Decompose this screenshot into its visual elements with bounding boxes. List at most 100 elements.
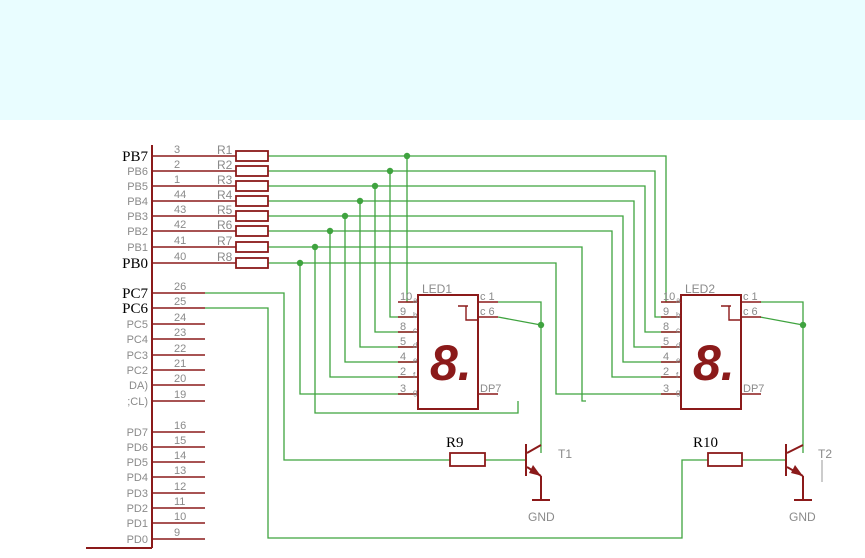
led-pin-number: 3: [663, 383, 669, 395]
mcu-pin-number: 24: [174, 312, 186, 324]
mcu-pin-number: 25: [174, 296, 186, 308]
led-pin-number: 5: [400, 336, 406, 348]
mcu-pin-number: 1: [174, 174, 180, 186]
led-right-pin: DP7: [743, 383, 764, 395]
resistor-r7: R7: [205, 234, 269, 253]
resistor-r10: R10: [693, 435, 743, 467]
header-banner: [0, 0, 865, 120]
led-body: [680, 294, 742, 410]
mcu-pin-number: 22: [174, 343, 186, 355]
transistor-t1: [525, 444, 542, 500]
mcu-pin-number: 26: [174, 281, 186, 293]
mcu-pin-name: PC2: [127, 365, 148, 377]
mcu-pin-number: 42: [174, 219, 186, 231]
mcu-pin-name: PC7: [122, 286, 148, 302]
resistor-label: R7: [217, 234, 233, 248]
led-label: LED1: [422, 282, 452, 296]
resistor-r6: R6: [205, 218, 269, 237]
led-pin-number: 4: [400, 351, 406, 363]
mcu-pin-name: PB0: [122, 256, 148, 272]
mcu-pin-name: PD1: [127, 518, 148, 530]
mcu-pin-number: 15: [174, 435, 186, 447]
led-pin-segment: f: [413, 371, 416, 380]
led-pin-segment: a: [413, 296, 418, 305]
mcu-pin-name: PC4: [127, 334, 148, 346]
led-digit: 8.: [430, 335, 472, 391]
mcu-pin-number: 14: [174, 450, 186, 462]
led-pin-segment: c: [676, 326, 680, 335]
resistor-label: R4: [217, 188, 233, 202]
resistor-label: R8: [217, 250, 233, 264]
led-pin-segment: d: [676, 341, 680, 350]
mcu-pin-name: PD6: [127, 442, 148, 454]
led-pin-number: 5: [663, 336, 669, 348]
mcu-pin-name: PB1: [127, 242, 148, 254]
led-pin-number: 4: [663, 351, 669, 363]
led-pin-segment: g: [413, 388, 417, 397]
mcu-pin-name: PD3: [127, 488, 148, 500]
led-pin-segment: e: [676, 356, 681, 365]
mcu-pin-pb0: 40 PB0: [122, 251, 205, 272]
resistor-label: R2: [217, 158, 233, 172]
mcu-pin-name: ;CL): [127, 396, 148, 408]
led-pin-number: 2: [400, 366, 406, 378]
resistor-r2: R2: [205, 158, 269, 177]
mcu-outline: [86, 145, 153, 549]
resistor-label: R1: [217, 143, 233, 157]
mcu-pin-name: PD2: [127, 503, 148, 515]
gnd-label-1: GND: [528, 510, 555, 524]
led-common-marker: [721, 305, 741, 321]
r9-label: R9: [446, 435, 464, 451]
mcu-pin-number: 9: [174, 527, 180, 539]
r10-label: R10: [693, 435, 718, 451]
resistor-label: R5: [217, 203, 233, 217]
mcu-pin-name: DA): [129, 380, 148, 392]
led-pin-segment: c: [413, 326, 417, 335]
mcu-pin-name: PD0: [127, 534, 148, 546]
mcu-pin-number: 44: [174, 189, 186, 201]
led-pin-number: 8: [663, 321, 669, 333]
led-common-marker: [458, 305, 478, 321]
led-pin-segment: e: [413, 356, 418, 365]
led-right-pin: c 6: [480, 306, 495, 318]
mcu-pin-number: 3: [174, 144, 180, 156]
mcu-pin-number: 21: [174, 358, 186, 370]
led-pin-number: 8: [400, 321, 406, 333]
led-label: LED2: [685, 282, 715, 296]
mcu-pin-name: PD7: [127, 427, 148, 439]
mcu-pin-number: 19: [174, 389, 186, 401]
led-right-pin: c 1: [743, 291, 758, 303]
transistor-t2: [785, 444, 804, 500]
mcu-pin-number: 40: [174, 251, 186, 263]
led-pin-segment: b: [676, 311, 681, 320]
resistor-r9: R9: [446, 435, 486, 467]
mcu-pin-number: 23: [174, 327, 186, 339]
resistor-r5: R5: [205, 203, 269, 222]
led-right-pin: DP7: [480, 383, 501, 395]
led-pin-segment: d: [413, 341, 417, 350]
led-body: [417, 294, 479, 410]
resistor-label: R6: [217, 218, 233, 232]
